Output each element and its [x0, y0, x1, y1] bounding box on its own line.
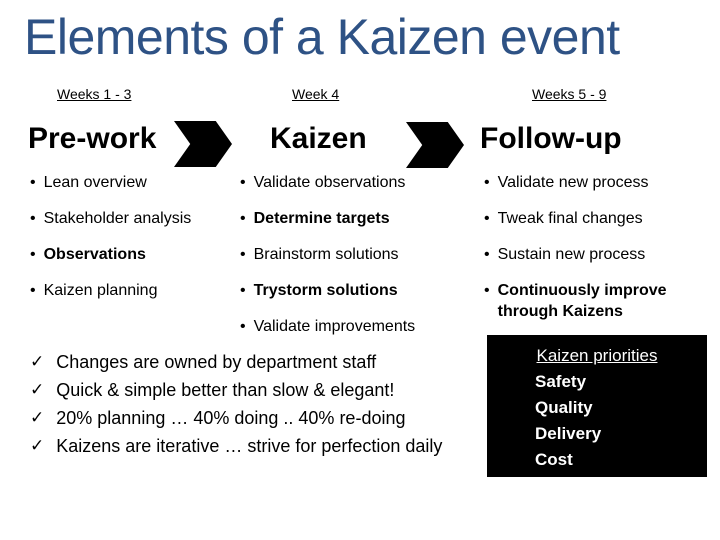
check-text: 20% planning … 40% doing .. 40% re-doing	[56, 408, 406, 428]
bullet-dot-icon: •	[484, 282, 490, 299]
priority-item-cost: Cost	[535, 450, 573, 469]
bullet-dot-icon: •	[30, 210, 36, 227]
list-item: • Continuously improve through Kaizens	[484, 280, 712, 322]
bullet-text: Determine targets	[253, 210, 390, 227]
bullet-text: Sustain new process	[497, 246, 646, 263]
bullet-dot-icon: •	[240, 174, 246, 191]
followup-bullet-list: • Validate new process • Tweak final cha…	[484, 172, 712, 337]
week-label-prework: Weeks 1 - 3	[57, 86, 132, 102]
bullet-text: Stakeholder analysis	[43, 210, 192, 227]
list-item: ✓ Changes are owned by department staff	[30, 352, 442, 372]
column-heading-kaizen: Kaizen	[270, 122, 367, 155]
slide-title: Elements of a Kaizen event	[24, 9, 620, 65]
column-heading-followup: Follow-up	[480, 122, 622, 155]
bullet-dot-icon: •	[30, 174, 36, 191]
kaizen-priorities-box: Kaizen priorities Safety Quality Deliver…	[487, 335, 707, 477]
checkmark-icon: ✓	[30, 436, 45, 455]
key-points-check-list: ✓ Changes are owned by department staff …	[30, 352, 442, 464]
prework-bullet-list: • Lean overview • Stakeholder analysis •…	[30, 172, 205, 316]
bullet-text: Brainstorm solutions	[253, 246, 399, 263]
check-text: Changes are owned by department staff	[56, 352, 377, 372]
bullet-text: Kaizen planning	[43, 282, 158, 299]
bullet-text: Validate improvements	[253, 318, 416, 335]
check-text: Quick & simple better than slow & elegan…	[56, 380, 395, 400]
week-label-followup: Weeks 5 - 9	[532, 86, 607, 102]
list-item: • Validate observations	[240, 172, 475, 193]
chevron-arrow-icon	[174, 121, 232, 167]
checkmark-icon: ✓	[30, 380, 45, 399]
list-item: • Lean overview	[30, 172, 205, 193]
priority-item-delivery: Delivery	[535, 424, 602, 443]
list-item: ✓ Quick & simple better than slow & eleg…	[30, 380, 442, 400]
list-item: • Stakeholder analysis	[30, 208, 205, 229]
bullet-dot-icon: •	[30, 246, 36, 263]
checkmark-icon: ✓	[30, 352, 45, 371]
list-item: • Determine targets	[240, 208, 475, 229]
list-item: • Validate improvements	[240, 316, 475, 337]
list-item: • Tweak final changes	[484, 208, 712, 229]
bullet-text: Continuously improve through Kaizens	[497, 282, 667, 320]
list-item: • Brainstorm solutions	[240, 244, 475, 265]
list-item: • Sustain new process	[484, 244, 712, 265]
bullet-text: Validate new process	[497, 174, 649, 191]
bullet-text: Validate observations	[253, 174, 406, 191]
list-item: • Kaizen planning	[30, 280, 205, 301]
bullet-dot-icon: •	[484, 210, 490, 227]
bullet-text: Tweak final changes	[497, 210, 643, 227]
bullet-text: Lean overview	[43, 174, 147, 191]
bullet-dot-icon: •	[240, 246, 246, 263]
column-heading-prework: Pre-work	[28, 122, 157, 155]
list-item: ✓ Kaizens are iterative … strive for per…	[30, 436, 442, 456]
list-item: • Trystorm solutions	[240, 280, 475, 301]
check-text: Kaizens are iterative … strive for perfe…	[56, 436, 443, 456]
bullet-dot-icon: •	[30, 282, 36, 299]
bullet-text: Observations	[43, 246, 146, 263]
checkmark-icon: ✓	[30, 408, 45, 427]
kaizen-bullet-list: • Validate observations • Determine targ…	[240, 172, 475, 352]
bullet-text: Trystorm solutions	[253, 282, 398, 299]
week-label-kaizen: Week 4	[292, 86, 340, 102]
bullet-dot-icon: •	[484, 174, 490, 191]
priority-item-quality: Quality	[535, 398, 593, 417]
bullet-dot-icon: •	[240, 282, 246, 299]
list-item: • Observations	[30, 244, 205, 265]
chevron-arrow-icon	[406, 122, 464, 168]
list-item: ✓ 20% planning … 40% doing .. 40% re-doi…	[30, 408, 442, 428]
priorities-box-title: Kaizen priorities	[536, 346, 658, 365]
bullet-dot-icon: •	[240, 318, 246, 335]
bullet-dot-icon: •	[240, 210, 246, 227]
list-item: • Validate new process	[484, 172, 712, 193]
priority-item-safety: Safety	[535, 372, 587, 391]
bullet-dot-icon: •	[484, 246, 490, 263]
